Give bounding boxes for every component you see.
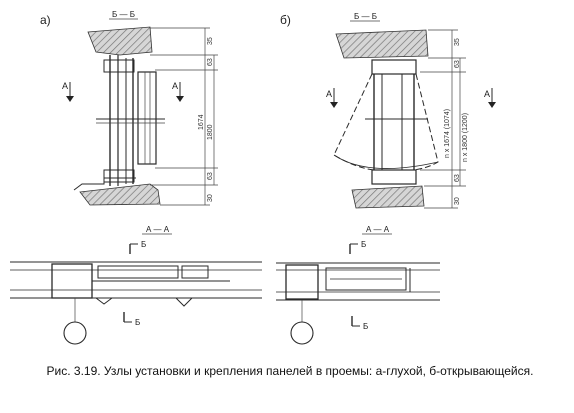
panel-a-tag: а) [40, 13, 51, 27]
panel-a-dim-1800: 1800 [207, 124, 214, 140]
plan-a-cut-label-bottom: Б [135, 318, 140, 327]
panel-b-dim-1800: n x 1800 (1200) [462, 113, 469, 162]
panel-b-arrow-label-left: А [326, 89, 332, 99]
panel-b-section: б) Б — Б А А 35 63 [280, 12, 496, 209]
plan-b-axis-marker [290, 321, 314, 345]
plan-b-section-title: А — А [366, 225, 390, 234]
panel-b-arrow-right-icon [488, 102, 496, 108]
plan-b-cut-label-top: Б [361, 240, 366, 249]
panel-b-bottom-slab [351, 185, 425, 209]
plan-a-axis-marker [63, 321, 87, 345]
panel-a-arrow-left-icon [66, 96, 74, 102]
panel-b-top-slab [335, 29, 429, 59]
panel-a-dim-1674: 1674 [198, 114, 205, 130]
panel-a-arrow-label-left: А [62, 81, 68, 91]
panel-b-tag: б) [280, 13, 291, 27]
panel-b-section-title: Б — Б [354, 12, 377, 21]
panel-b-dim-1674: n x 1674 (1074) [444, 109, 451, 158]
figure-caption: Рис. 3.19. Узлы установки и крепления па… [46, 364, 534, 378]
panel-a-dim-30: 30 [207, 194, 214, 202]
panel-b-arrow-left-icon [330, 102, 338, 108]
panel-a-dim-63-bottom: 63 [207, 172, 214, 180]
panel-a-dim-63-top: 63 [207, 58, 214, 66]
panel-a-section: а) Б — Б А А [40, 10, 218, 206]
panel-b-arrow-label-right: А [484, 89, 490, 99]
panel-a-bottom-slab [79, 183, 161, 206]
panel-a-section-title: Б — Б [112, 10, 135, 19]
panel-a-arrow-label-right: А [172, 81, 178, 91]
panel-b-dim-30: 30 [454, 197, 461, 205]
panel-b-dim-63-top: 63 [454, 60, 461, 68]
plan-b-cut-label-bottom: Б [363, 322, 368, 331]
plan-b: А — А Б Б [276, 225, 440, 345]
panel-a-dim-35: 35 [207, 37, 214, 45]
panel-a-top-slab [87, 26, 153, 56]
plan-a: А — А Б Б [10, 225, 262, 345]
panel-b-dim-35: 35 [454, 38, 461, 46]
panel-a-arrow-right-icon [176, 96, 184, 102]
panel-b-dim-63-bottom: 63 [454, 174, 461, 182]
plan-a-section-title: А — А [146, 225, 170, 234]
plan-a-cut-label-top: Б [141, 240, 146, 249]
